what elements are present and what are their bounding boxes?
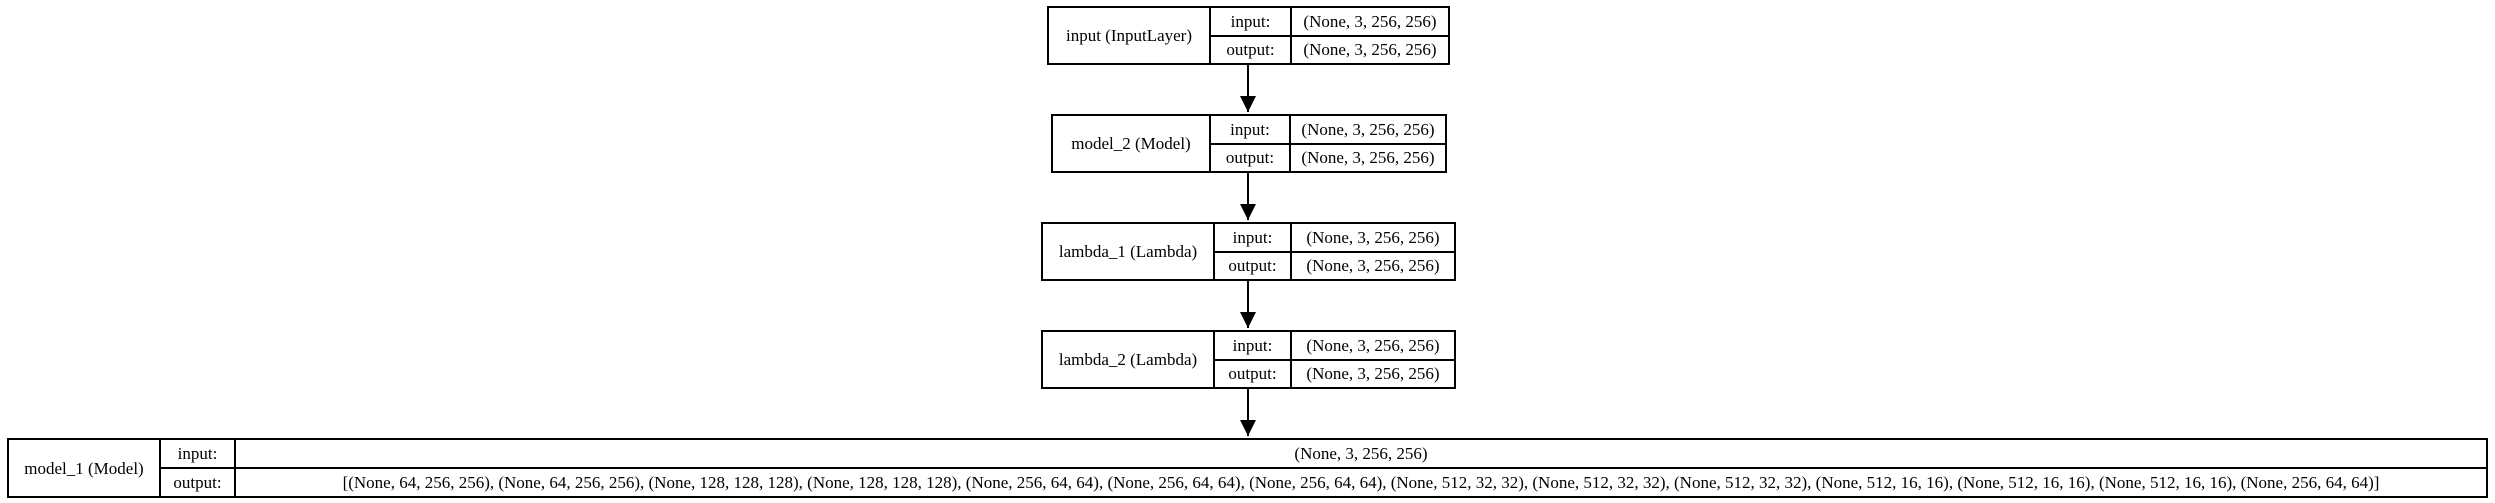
output-shape: (None, 3, 256, 256) (1303, 40, 1437, 60)
layer-node-model1: model_1 (Model) input: (None, 3, 256, 25… (7, 438, 2488, 498)
output-label: output: (161, 469, 236, 496)
output-label: output: (1215, 360, 1292, 387)
layer-node-model2: model_2 (Model) input: (None, 3, 256, 25… (1051, 114, 1447, 173)
input-shape: (None, 3, 256, 256) (1292, 332, 1454, 361)
output-label: output: (1215, 252, 1292, 279)
input-shape: (None, 3, 256, 256) (1292, 224, 1454, 253)
input-shape: (None, 3, 256, 256) (1291, 116, 1445, 145)
input-shape: (None, 3, 256, 256) (236, 440, 2486, 469)
layer-name: model_1 (Model) (9, 440, 161, 496)
input-label: input: (1211, 8, 1292, 37)
input-label: input: (161, 440, 236, 469)
layer-name: input (InputLayer) (1049, 8, 1211, 63)
layer-node-lambda2: lambda_2 (Lambda) input: (None, 3, 256, … (1041, 330, 1456, 389)
output-shape: (None, 3, 256, 256) (1301, 148, 1435, 168)
layer-node-input: input (InputLayer) input: (None, 3, 256,… (1047, 6, 1450, 65)
input-label: input: (1211, 116, 1291, 145)
layer-name: lambda_1 (Lambda) (1043, 224, 1215, 279)
output-label: output: (1211, 144, 1291, 171)
output-shape: (None, 3, 256, 256) (1306, 364, 1440, 384)
output-shape: (None, 3, 256, 256) (1306, 256, 1440, 276)
output-shape: [(None, 64, 256, 256), (None, 64, 256, 2… (342, 473, 2380, 492)
input-shape: (None, 3, 256, 256) (1292, 8, 1448, 37)
layer-name: lambda_2 (Lambda) (1043, 332, 1215, 387)
output-label: output: (1211, 36, 1292, 63)
layer-name: model_2 (Model) (1053, 116, 1211, 171)
input-label: input: (1215, 332, 1292, 361)
layer-node-lambda1: lambda_1 (Lambda) input: (None, 3, 256, … (1041, 222, 1456, 281)
input-label: input: (1215, 224, 1292, 253)
